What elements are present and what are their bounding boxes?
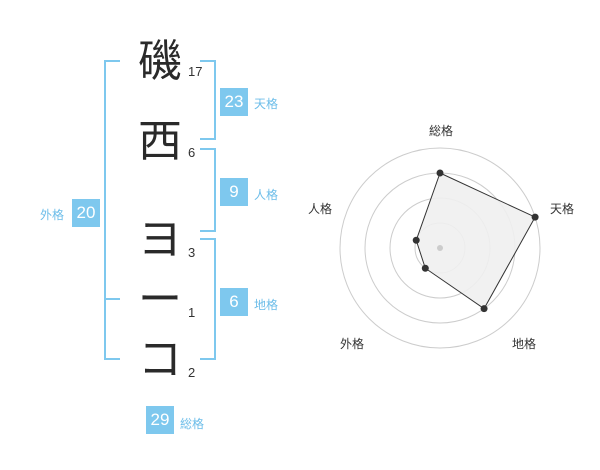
radar-center-dot	[437, 245, 443, 251]
tenkaku-value: 23	[220, 88, 248, 116]
jinkaku-label: 人格	[254, 188, 279, 202]
radar-point-4	[421, 264, 429, 272]
radar-point-2	[531, 213, 539, 221]
radar-point-3	[480, 305, 488, 313]
chikaku-value: 6	[220, 288, 248, 316]
radar-axis-label-tenkaku: 天格	[550, 202, 575, 216]
name-char-5: コ	[138, 334, 182, 385]
tenkaku-bracket	[200, 60, 216, 140]
radar-area	[415, 172, 536, 310]
radar-axis-label-soukaku: 総格	[429, 124, 454, 138]
soukaku-value: 29	[146, 406, 174, 434]
radar-axis-label-chikaku: 地格	[512, 337, 537, 351]
name-char-3: ヨ	[138, 214, 182, 265]
radar-point-5	[412, 236, 420, 244]
stroke-count-2: 6	[188, 145, 196, 160]
gaikaku-label: 外格	[40, 208, 65, 222]
jinkaku-value: 9	[220, 178, 248, 206]
name-char-4: ー	[138, 274, 182, 325]
stroke-count-1: 17	[188, 64, 203, 79]
radar-axis-label-gaikaku: 外格	[340, 337, 365, 351]
radar-axis-label-jinkaku: 人格	[308, 202, 333, 216]
radar-point-1	[436, 169, 444, 177]
chikaku-bracket	[200, 238, 216, 360]
soukaku-label: 総格	[180, 417, 205, 431]
name-char-1: 磯	[138, 36, 182, 87]
name-char-2: 西	[138, 116, 182, 167]
stroke-count-3: 3	[188, 245, 196, 260]
stroke-count-4: 1	[188, 305, 196, 320]
jinkaku-bracket	[200, 148, 216, 232]
tenkaku-label: 天格	[254, 97, 279, 111]
gaikaku-value: 20	[72, 199, 100, 227]
radar-ring-4	[339, 147, 541, 349]
chikaku-label: 地格	[254, 298, 279, 312]
stroke-count-5: 2	[188, 365, 196, 380]
gaikaku-bracket-lower	[104, 298, 120, 360]
